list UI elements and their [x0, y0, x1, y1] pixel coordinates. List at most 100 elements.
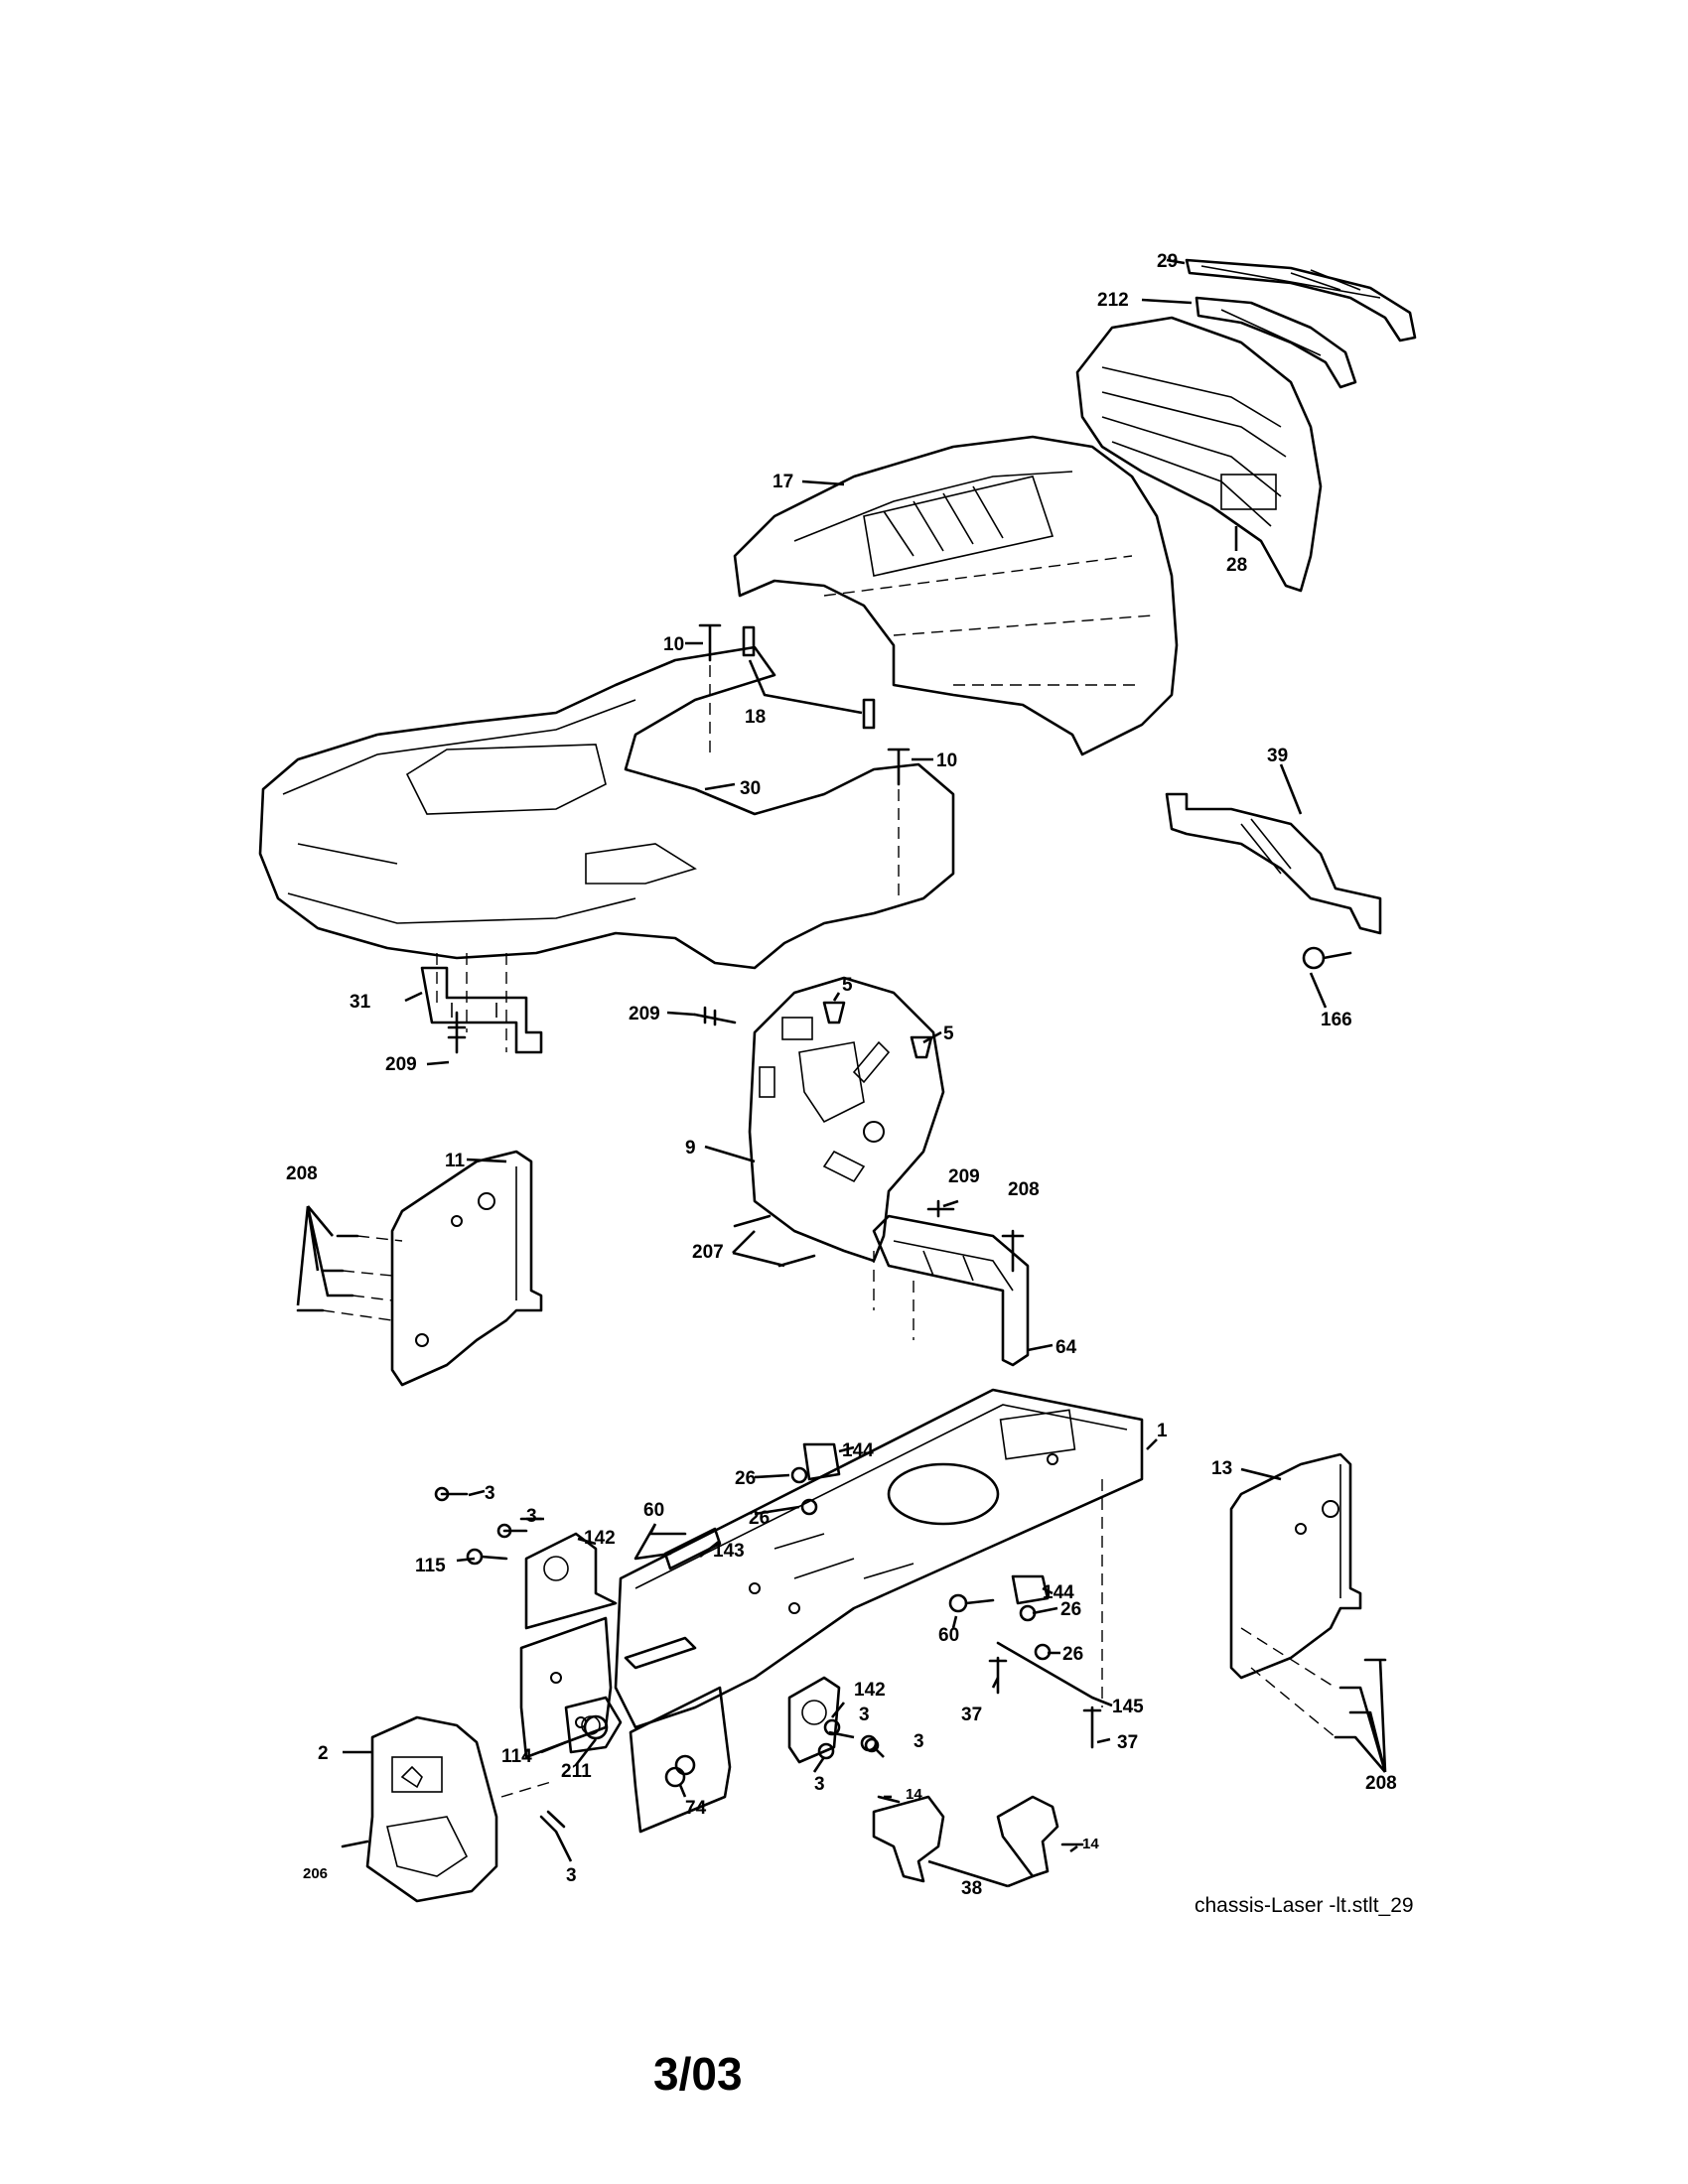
alignment-dashes	[436, 665, 900, 1052]
part-26-nuts	[790, 1466, 1052, 1661]
part-145-rod	[996, 1641, 1094, 1700]
part-207-screws	[733, 1214, 816, 1268]
callout-leaders	[343, 258, 1328, 1888]
callout-207: 207	[692, 1242, 724, 1263]
callout-2: 2	[318, 1743, 329, 1764]
part-2-front-plate	[365, 1715, 552, 1903]
callout-208-right: 208	[1365, 1773, 1397, 1794]
callout-10-lower: 10	[936, 751, 958, 771]
callout-11: 11	[445, 1151, 466, 1171]
part-30-fender	[258, 645, 955, 970]
part-3-screws-mid	[817, 1718, 878, 1760]
callout-3-mid: 3	[859, 1705, 870, 1725]
part-37-bolts	[988, 1656, 1102, 1749]
part-11-side-plate	[390, 1150, 543, 1387]
callout-3-second: 3	[526, 1506, 537, 1527]
callout-30: 30	[740, 778, 762, 799]
part-74-nuts	[664, 1754, 696, 1788]
callout-64: 64	[1055, 1337, 1077, 1358]
callout-209-seat: 209	[385, 1054, 417, 1075]
callout-60-upper: 60	[643, 1500, 665, 1521]
callout-17: 17	[773, 472, 794, 492]
callout-166: 166	[1321, 1010, 1352, 1030]
callout-209-bracket: 209	[948, 1166, 980, 1187]
part-212-hood-bracket	[1195, 296, 1357, 389]
callout-208-left: 208	[286, 1163, 318, 1184]
callout-206: 206	[303, 1865, 329, 1882]
callout-142-left: 142	[584, 1528, 616, 1549]
part-144-clips	[802, 1442, 1050, 1605]
part-14-screws	[877, 1795, 1084, 1846]
part-31-seat-bracket	[420, 966, 543, 1054]
part-142-left-axle-plate	[524, 1532, 618, 1630]
callout-13: 13	[1211, 1458, 1233, 1479]
callout-29: 29	[1157, 251, 1179, 272]
callout-212: 212	[1097, 290, 1129, 311]
callout-5-left: 5	[842, 975, 853, 996]
part-60-bolts	[633, 1532, 995, 1613]
part-9-dash-panel	[748, 976, 945, 1263]
part-38-steering-brackets	[872, 1795, 1059, 1883]
callout-142-right: 142	[854, 1680, 886, 1701]
callout-31: 31	[350, 992, 371, 1013]
callout-144-lower: 144	[1043, 1582, 1074, 1603]
part-115-screw	[466, 1548, 508, 1566]
callout-39: 39	[1267, 746, 1289, 766]
part-1-main-frame	[614, 1388, 1144, 1729]
part-209-screw-b	[693, 1006, 737, 1026]
drawing-file-label: chassis-Laser -lt.stlt_29	[1195, 1894, 1414, 1917]
part-208-bolt-b	[1001, 1229, 1025, 1273]
callout-18: 18	[745, 707, 767, 728]
callout-1: 1	[1157, 1421, 1168, 1441]
callout-37-right: 37	[1117, 1732, 1139, 1753]
callout-26-second: 26	[749, 1508, 771, 1529]
callout-26-third: 26	[1060, 1599, 1082, 1620]
part-166-screw	[1302, 946, 1352, 970]
callout-14-left: 14	[906, 1786, 922, 1803]
part-143-strap	[663, 1527, 722, 1570]
part-3-screw-low	[539, 1810, 566, 1834]
callout-211: 211	[561, 1761, 592, 1782]
callout-9: 9	[685, 1138, 696, 1159]
callout-26-upper: 26	[735, 1468, 757, 1489]
part-206-screw	[341, 1840, 369, 1848]
callout-209-dash: 209	[629, 1004, 660, 1024]
part-64-bracket	[872, 1214, 1030, 1367]
part-208-bolts-a	[296, 1205, 403, 1321]
callout-144-upper: 144	[842, 1440, 874, 1461]
part-13-right-side-plate	[1229, 1452, 1362, 1680]
part-142-right-axle-plate	[787, 1676, 841, 1764]
part-10-bolts	[698, 623, 911, 786]
callout-74: 74	[685, 1798, 707, 1819]
callout-114: 114	[501, 1746, 532, 1767]
part-5-bushings	[822, 1001, 933, 1059]
part-18-spacers	[742, 625, 876, 730]
callout-115: 115	[415, 1556, 446, 1576]
part-209-screw-a	[447, 1011, 467, 1054]
part-29-trim-strip	[1185, 258, 1417, 342]
callout-3-bottom: 3	[566, 1865, 577, 1886]
part-28-front-grille	[1075, 316, 1323, 593]
callout-208-bracket: 208	[1008, 1179, 1040, 1200]
part-211-nut	[583, 1714, 609, 1740]
callout-10-upper: 10	[663, 634, 685, 655]
callout-143: 143	[713, 1541, 745, 1562]
callout-37-left: 37	[961, 1705, 983, 1725]
callout-28: 28	[1226, 555, 1248, 576]
callout-3-right: 3	[914, 1731, 924, 1752]
callout-14-right: 14	[1082, 1836, 1099, 1852]
callout-38: 38	[961, 1878, 983, 1899]
revision-date: 3/03	[653, 2048, 743, 2100]
callout-145: 145	[1112, 1697, 1144, 1717]
part-39-bracket	[1165, 792, 1382, 935]
part-3-screw-right	[864, 1737, 880, 1753]
callout-5-right: 5	[943, 1024, 954, 1044]
part-17-hood	[733, 435, 1179, 756]
callout-3-lower: 3	[814, 1774, 825, 1795]
part-208-bolts-c	[1240, 1627, 1387, 1773]
part-209-screw-c	[926, 1199, 955, 1218]
callout-26-fourth: 26	[1062, 1644, 1084, 1665]
callout-3-top: 3	[485, 1483, 495, 1504]
